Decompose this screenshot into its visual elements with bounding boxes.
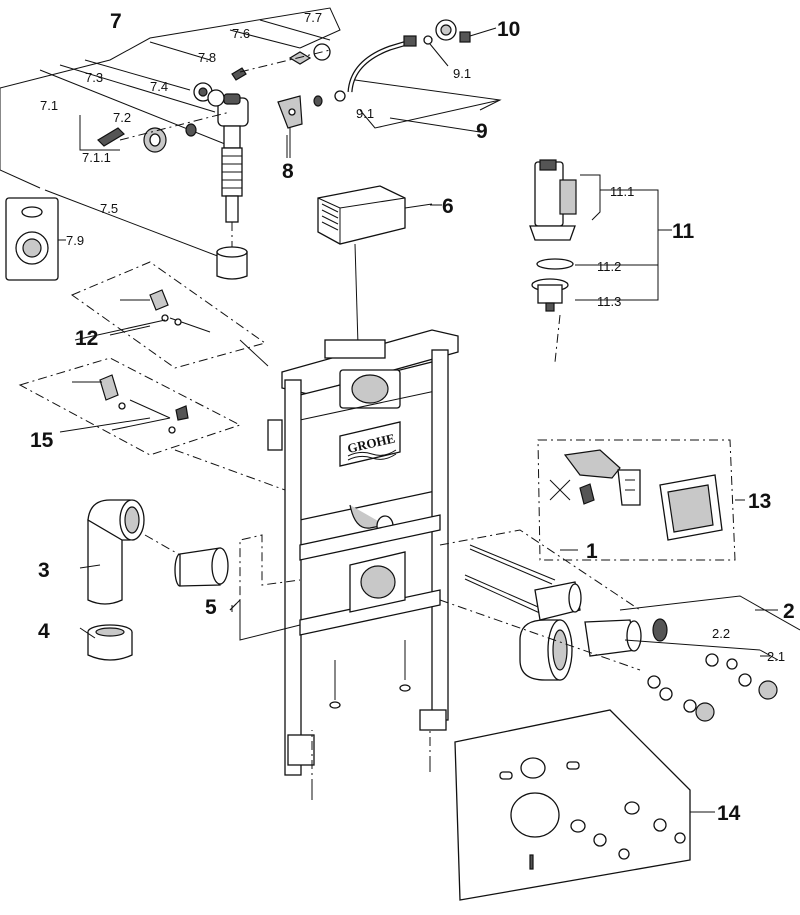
label-2: 2 bbox=[783, 600, 795, 623]
hose-9 bbox=[313, 35, 502, 133]
label-7-1-1: 7.1.1 bbox=[82, 150, 111, 165]
label-11-3: 11.3 bbox=[597, 294, 621, 309]
frame-right-upright bbox=[431, 349, 449, 721]
frame-top-block bbox=[324, 339, 386, 359]
label-2-2: 2.2 bbox=[712, 626, 730, 641]
label-13: 13 bbox=[748, 490, 771, 513]
frame-left-upright bbox=[284, 379, 302, 776]
pipes-1-2 bbox=[439, 529, 800, 722]
pipe-socket-4 bbox=[87, 624, 133, 661]
valve-group-7 bbox=[0, 7, 341, 280]
drain-socket bbox=[87, 632, 133, 661]
drain-elbow bbox=[349, 504, 386, 529]
label-15: 15 bbox=[30, 429, 54, 452]
label-11-2: 11.2 bbox=[597, 259, 621, 274]
sound-insulation-plate bbox=[454, 709, 691, 901]
fixing-kit-12 bbox=[70, 261, 269, 369]
fixing-clamp bbox=[149, 289, 169, 311]
hose-nut bbox=[403, 35, 417, 47]
connection-pipe bbox=[534, 581, 581, 621]
fixing-clamp bbox=[99, 374, 119, 401]
valve-sleeve bbox=[216, 251, 248, 280]
connection-sleeve bbox=[179, 547, 221, 587]
label-7-5: 7.5 bbox=[100, 201, 118, 216]
valve-lever bbox=[97, 127, 125, 147]
label-5: 5 bbox=[205, 596, 217, 619]
label-7-3: 7.3 bbox=[85, 70, 103, 85]
label-9: 9 bbox=[476, 120, 488, 143]
actuator-lever bbox=[563, 449, 621, 479]
label-6: 6 bbox=[442, 195, 454, 218]
label-7-6: 7.6 bbox=[232, 26, 250, 41]
drain-pipe bbox=[87, 519, 123, 605]
flush-valve-11 bbox=[529, 159, 666, 363]
label-12: 12 bbox=[75, 327, 98, 350]
label-7-9: 7.9 bbox=[66, 233, 84, 248]
label-3: 3 bbox=[38, 559, 50, 582]
label-7-1: 7.1 bbox=[40, 98, 58, 113]
actuator-13 bbox=[537, 439, 745, 561]
bag-7-9 bbox=[5, 197, 66, 281]
label-14: 14 bbox=[717, 802, 741, 825]
label-2-1: 2.1 bbox=[767, 649, 785, 664]
cap-nut bbox=[758, 680, 778, 700]
bracket-8 bbox=[277, 95, 303, 158]
flush-valve-body bbox=[534, 161, 564, 227]
stopcock-10 bbox=[429, 19, 497, 67]
label-7-4: 7.4 bbox=[150, 79, 168, 94]
insulation-14 bbox=[454, 709, 715, 901]
label-7-7: 7.7 bbox=[304, 10, 322, 25]
label-8: 8 bbox=[282, 160, 294, 183]
flush-seal bbox=[536, 258, 574, 270]
label-4: 4 bbox=[38, 620, 50, 643]
leader-lines bbox=[79, 135, 778, 657]
label-9-1-bottom: 9.1 bbox=[356, 106, 374, 121]
label-11-1: 11.1 bbox=[610, 184, 634, 199]
pipe-bend-3 bbox=[87, 499, 145, 605]
label-1: 1 bbox=[586, 540, 598, 563]
frame-top-rail bbox=[281, 329, 459, 395]
label-7-2: 7.2 bbox=[113, 110, 131, 125]
label-9-1-top: 9.1 bbox=[453, 66, 471, 81]
label-7-8: 7.8 bbox=[198, 50, 216, 65]
label-10: 10 bbox=[497, 18, 520, 41]
pipe-sleeve-3b bbox=[144, 534, 229, 587]
part-labels: 1 2 2.1 2.2 3 4 5 6 7 7.1 7.1.1 7.2 7.3 … bbox=[30, 10, 795, 825]
cap-nut bbox=[695, 702, 715, 722]
installation-frame: GROHE bbox=[267, 329, 459, 800]
label-11: 11 bbox=[672, 220, 695, 243]
label-7: 7 bbox=[110, 10, 122, 33]
box-6 bbox=[317, 185, 433, 346]
